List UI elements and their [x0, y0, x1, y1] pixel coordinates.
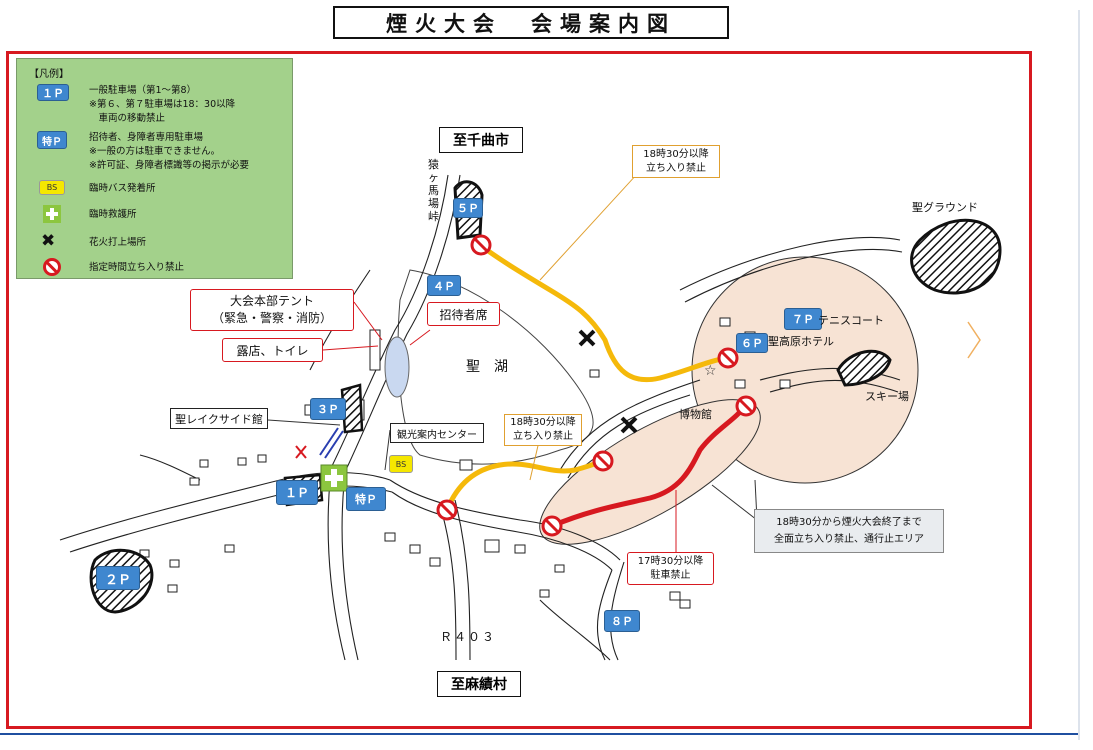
no-entry-icon: [43, 258, 61, 276]
destination-north: 至千曲市: [439, 127, 523, 153]
launch-site-markers: [578, 329, 638, 434]
map-title: 煙火大会 会場案内図: [333, 6, 729, 39]
ski-area-label: スキー場: [865, 390, 909, 403]
legend-text: 招待者、身障者専用駐車場 ※一般の方は駐車できません。 ※許可証、身障者標識等の…: [89, 132, 249, 171]
destination-south: 至麻績村: [437, 671, 521, 697]
route-403-label: Ｒ４０３: [440, 630, 497, 644]
no-parking-callout: 17時30分以降 駐車禁止: [627, 552, 714, 585]
stalls-toilet-callout: 露店、トイレ: [222, 338, 323, 362]
closed-road-ellipse: [539, 399, 761, 545]
ski-hatched-area: [836, 349, 892, 387]
pass-label: 猿ヶ馬場峠: [428, 158, 439, 223]
hotel-label: 聖高原ホテル: [768, 335, 834, 348]
guest-seats-callout: 招待者席: [427, 302, 500, 326]
legend-panel: 【凡例】 １Ｐ 一般駐車場（第1～第8） ※第６、第７駐車場は18：30以降 車…: [16, 58, 293, 279]
legend-text: 指定時間立ち入り禁止: [89, 262, 185, 273]
tennis-court-label: テニスコート: [818, 314, 884, 327]
legend-header: 【凡例】: [29, 69, 69, 80]
parking-4-badge: ４Ｐ: [427, 275, 461, 296]
parking-8-badge: ８Ｐ: [604, 610, 640, 632]
lake-label: 聖 湖: [466, 359, 508, 375]
first-aid-map-marker: [320, 464, 348, 492]
guest-seat-area: [384, 336, 410, 398]
legend-text: 臨時バス発着所: [89, 183, 156, 194]
tourist-center-label: 観光案内センター: [390, 423, 484, 443]
bus-stop-badge-icon: BS: [39, 180, 65, 195]
parking-6-badge: ６Ｐ: [736, 333, 768, 353]
special-parking-badge: 特Ｐ: [346, 487, 386, 511]
parking-1-badge: １Ｐ: [276, 480, 318, 505]
legend-text: 臨時救護所: [89, 209, 137, 220]
parking-2-badge: ２Ｐ: [96, 566, 140, 590]
bus-stop-map-badge: BS: [389, 455, 413, 473]
svg-text:☆: ☆: [704, 363, 717, 379]
no-entry-south-callout: 18時30分以降 立ち入り禁止: [504, 414, 582, 446]
museum-label: 博物館: [679, 408, 712, 421]
parking-7-badge: ７Ｐ: [784, 308, 822, 330]
no-entry-markers: [436, 234, 757, 537]
parking-3-badge: ３Ｐ: [310, 398, 346, 420]
parking-badge-icon: １Ｐ: [37, 84, 69, 101]
special-parking-badge-icon: 特Ｐ: [37, 131, 67, 149]
seiground-label: 聖グラウンド: [912, 201, 978, 214]
legend-text: 一般駐車場（第1～第8） ※第６、第７駐車場は18：30以降 車両の移動禁止: [89, 85, 236, 124]
black-x-icon: ✖: [41, 231, 56, 251]
closed-area-callout: 18時30分から煙火大会終了まで 全面立ち入り禁止、通行止エリア: [754, 509, 944, 553]
closed-route-north: [478, 242, 729, 383]
no-parking-route: [551, 404, 748, 529]
closed-route-south: [444, 458, 604, 511]
lakeside-hall-label: 聖レイクサイド館: [170, 408, 268, 429]
first-aid-cross-icon: [43, 205, 61, 223]
legend-text: 花火打上場所: [89, 237, 147, 248]
no-entry-north-callout: 18時30分以降 立ち入り禁止: [632, 145, 720, 178]
page-edge-rule: [1078, 10, 1080, 740]
hq-tent-callout: 大会本部テント （緊急・警察・消防）: [190, 289, 354, 331]
parking-5-badge: ５Ｐ: [453, 198, 483, 218]
bottom-rule: [0, 733, 1078, 735]
seiground-hatched-area: [910, 218, 1002, 295]
